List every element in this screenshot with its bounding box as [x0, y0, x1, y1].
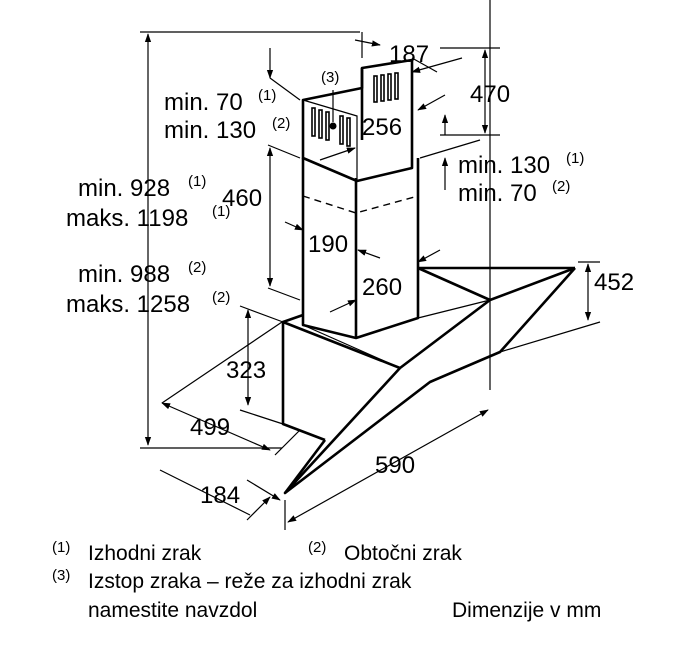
legend-item3-num: (3) [52, 567, 70, 584]
dim-256: 256 [362, 114, 402, 141]
note-labels: (3) min. 70 (1) min. 130 (2) min. 130 (1… [66, 69, 584, 318]
canopy-top-inner [302, 299, 491, 369]
dim-452: 452 [594, 269, 634, 296]
note-max1198-sup: (1) [212, 203, 230, 220]
dimension-lines [140, 0, 601, 530]
dim-470: 470 [470, 81, 510, 108]
legend-item2-text: Obtočni zrak [344, 542, 462, 565]
dim-260: 260 [362, 274, 402, 301]
note-min70-b-sup: (2) [552, 178, 570, 195]
hood-outline [281, 58, 576, 495]
units-label: Dimenzije v mm [452, 599, 601, 622]
dim-190: 190 [308, 231, 348, 258]
legend: (1) Izhodni zrak (2) Obtočni zrak (3) Iz… [52, 539, 601, 622]
upper-chimney [301, 58, 414, 183]
slot-marker-dot [329, 122, 337, 130]
legend-item1-text: Izhodni zrak [88, 542, 202, 565]
note-max1258: maks. 1258 [66, 291, 190, 318]
note-min928-sup: (1) [188, 173, 206, 190]
note-min130-a-sup: (2) [272, 115, 290, 132]
glass-panel [283, 266, 576, 495]
note-min130-a: min. 130 [164, 117, 256, 144]
note-min988: min. 988 [78, 261, 170, 288]
note-max1258-sup: (2) [212, 289, 230, 306]
dim-184: 184 [200, 482, 240, 509]
dim-590: 590 [375, 452, 415, 479]
note-min70-a-sup: (1) [258, 87, 276, 104]
note-min130-b-sup: (1) [566, 150, 584, 167]
legend-item1-num: (1) [52, 539, 70, 556]
legend-item3-text-line1: Izstop zraka – reže za izhodni zrak [88, 570, 412, 593]
legend-item2-num: (2) [308, 539, 326, 556]
dim-460: 460 [222, 185, 262, 212]
dim-187: 187 [389, 41, 429, 68]
dimension-labels: 187 470 256 460 190 260 452 323 499 590 … [190, 41, 634, 509]
overlap-line [302, 195, 419, 214]
note-min928: min. 928 [78, 175, 170, 202]
vent-slots-left [311, 107, 351, 147]
note-max1198: maks. 1198 [66, 205, 188, 232]
slot-label: (3) [321, 69, 339, 86]
upper-chimney-inner-edge [302, 99, 358, 181]
note-min130-b: min. 130 [458, 152, 550, 179]
note-min70-a: min. 70 [164, 89, 243, 116]
note-min988-sup: (2) [188, 259, 206, 276]
legend-item3-text-line2: namestite navzdol [88, 599, 257, 622]
vent-slots-right [373, 72, 399, 103]
dim-499: 499 [190, 414, 230, 441]
note-min70-b: min. 70 [458, 180, 537, 207]
dim-323: 323 [226, 357, 266, 384]
